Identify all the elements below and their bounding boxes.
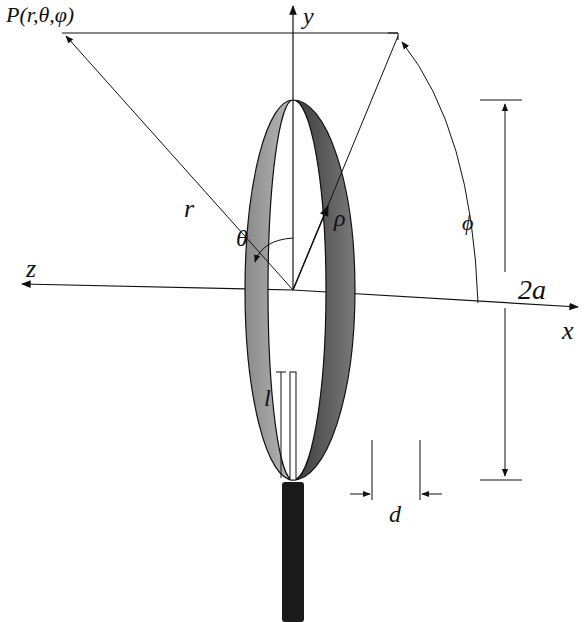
vector-label: ρ <box>334 206 346 230</box>
dimension-label: d <box>389 502 401 526</box>
loop-band-right <box>293 100 355 480</box>
feed-slot <box>290 372 296 480</box>
dimension-tick <box>372 440 373 500</box>
projection-line <box>62 33 398 34</box>
dimension-label: l <box>264 386 271 410</box>
axis-label: z <box>26 256 36 282</box>
loop-band-left <box>245 100 293 480</box>
theta-arc <box>255 238 293 262</box>
dimension-arrow <box>350 494 370 495</box>
axis-label: x <box>562 318 574 344</box>
rho-vector <box>293 206 328 290</box>
phi-arc <box>402 42 478 303</box>
coax-feed <box>282 482 304 622</box>
dimension-tick <box>480 100 522 101</box>
dimension-label: 2a <box>518 276 546 304</box>
r-vector <box>66 36 293 290</box>
axis-label: y <box>303 4 314 28</box>
dimension-tick <box>276 372 286 373</box>
dimension-tick <box>480 480 522 481</box>
point-label: P(r,θ,φ) <box>6 4 74 26</box>
y-axis <box>292 6 293 290</box>
dimension-line <box>505 308 506 476</box>
slot-length-line <box>281 372 282 478</box>
dimension-arrow <box>422 494 442 495</box>
dimension-line <box>505 104 506 272</box>
vector-label: r <box>184 196 194 222</box>
angle-label: θ <box>236 226 248 250</box>
dimension-tick <box>420 440 421 500</box>
rho-line <box>293 36 398 290</box>
angle-label: ϕ <box>462 212 473 234</box>
